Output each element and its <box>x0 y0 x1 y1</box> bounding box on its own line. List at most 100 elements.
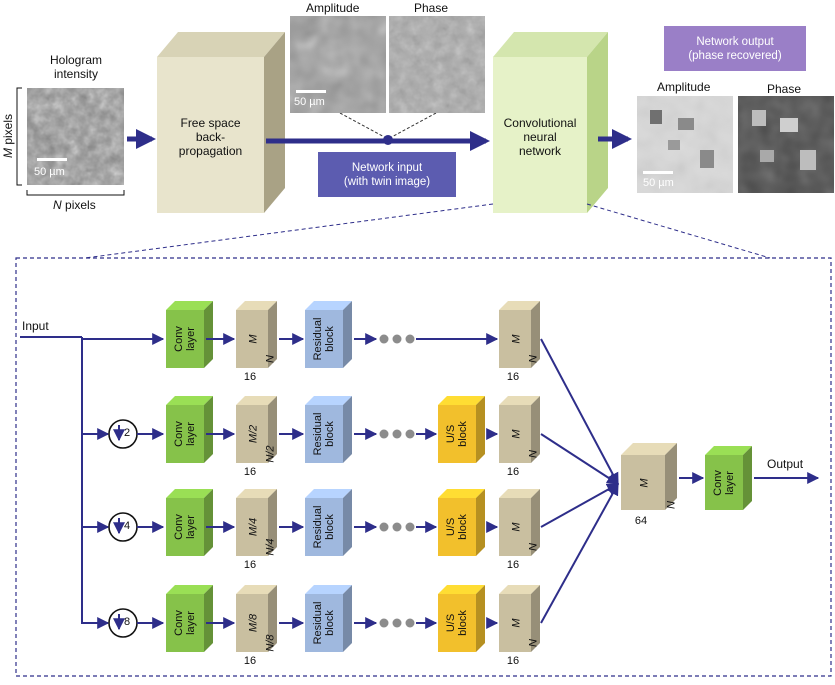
hologram-image <box>27 88 124 185</box>
conv-layer-side <box>204 585 213 652</box>
residual-block-side <box>343 489 352 556</box>
residual-block-front <box>305 594 343 652</box>
residual-block-label-line: block <box>324 421 336 447</box>
merged-tensor-front <box>621 455 665 510</box>
merged-tensor-n-label: N <box>665 501 678 509</box>
network-output-label: Network output (phase recovered) <box>664 26 806 71</box>
conv-layer-front <box>166 594 204 652</box>
ellipsis-dot <box>379 522 389 532</box>
feature-tensor-front <box>236 310 268 368</box>
free-space-label-line: back- <box>195 130 226 144</box>
arrow-to-merge <box>540 433 620 485</box>
feature-tensor-front <box>236 498 268 556</box>
feature-tensor-top <box>236 301 277 310</box>
free-space-label-line: Free space <box>180 116 241 130</box>
tensor-m-label: M/8 <box>247 613 260 633</box>
conv-layer-label-line: layer <box>185 327 197 351</box>
residual-block-label-line: block <box>324 610 336 636</box>
ellipsis-dot <box>405 618 415 628</box>
us-block-front <box>438 498 476 556</box>
residual-block-label-line: Residual <box>312 505 324 549</box>
end-tensor-channels-label: 16 <box>506 655 520 667</box>
residual-block-front <box>305 405 343 463</box>
ellipsis-dot <box>405 522 415 532</box>
zoom-line-right <box>586 203 771 259</box>
network-detail-frame <box>15 257 832 677</box>
end-tensor-side <box>531 585 540 652</box>
final-conv-layer-top <box>705 446 752 455</box>
end-tensor-m-label: M <box>510 334 523 344</box>
free-space-label: Free space back- propagation <box>157 116 264 158</box>
conv-layer-label-line: Conv <box>173 610 185 636</box>
end-tensor-m-label: M <box>510 522 523 532</box>
feature-tensor-side <box>268 489 277 556</box>
residual-block-top <box>305 301 352 310</box>
downsample-factor: 8 <box>124 616 131 628</box>
residual-block-label-line: Residual <box>312 412 324 456</box>
conv-layer-label-line: Conv <box>173 326 185 352</box>
end-tensor-side <box>531 489 540 556</box>
ellipsis-dot <box>392 618 402 628</box>
tensor-n-label: N/2 <box>264 445 277 463</box>
end-tensor-front <box>499 405 531 463</box>
network-output-box <box>664 26 806 71</box>
us-block-label-line: U/S <box>445 424 457 444</box>
feature-tensor-side <box>268 585 277 652</box>
hologram-label: Hologram intensity <box>40 53 112 81</box>
end-tensor-front <box>499 310 531 368</box>
conv-layer-top <box>166 301 213 310</box>
us-block-side <box>476 396 485 463</box>
end-tensor-side <box>531 396 540 463</box>
end-tensor-n-label: N <box>527 450 540 458</box>
merged-tensor-side <box>665 443 677 510</box>
output-amplitude-image <box>637 96 733 193</box>
ellipsis-dot <box>405 334 415 344</box>
arrow-to-merge <box>540 482 619 624</box>
residual-block-label-line: block <box>324 514 336 540</box>
free-space-label-line: propagation <box>178 144 243 158</box>
scale-bar-input <box>296 90 326 93</box>
input-phase-label: Phase <box>414 1 449 15</box>
final-conv-layer-label-line: layer <box>724 470 736 495</box>
conv-layer-top <box>166 585 213 594</box>
output-amplitude-label: Amplitude <box>657 80 711 94</box>
conv-layer-top <box>166 489 213 498</box>
n-pixels-bracket <box>26 190 125 196</box>
input-phase-image <box>389 16 485 113</box>
residual-block-side <box>343 301 352 368</box>
input-amplitude-label: Amplitude <box>306 1 360 15</box>
end-tensor-channels-label: 16 <box>506 371 520 383</box>
feature-tensor-top <box>236 489 277 498</box>
cnn-label-line: network <box>518 144 562 158</box>
network-input-label-line: (with twin image) <box>343 175 431 188</box>
us-block-label-line: block <box>457 610 469 636</box>
network-input-box <box>318 152 456 197</box>
tensor-n-label: N/8 <box>264 634 277 652</box>
scale-bar-hologram <box>37 158 67 161</box>
residual-block-side <box>343 396 352 463</box>
tensor-channels-label: 16 <box>243 655 257 667</box>
conv-layer-label-line: layer <box>185 611 197 635</box>
tensor-n-label: N/4 <box>264 538 277 556</box>
cnn-label-line: Convolutional <box>503 116 577 130</box>
network-input-label: Network input (with twin image) <box>318 152 456 197</box>
ellipsis-dot <box>392 334 402 344</box>
m-pixels-text: pixels <box>1 113 15 145</box>
conv-layer-side <box>204 301 213 368</box>
us-block-top <box>438 489 485 498</box>
cnn-block <box>493 32 608 213</box>
conv-layer-label-line: layer <box>185 422 197 446</box>
us-block-top <box>438 396 485 405</box>
end-tensor-n-label: N <box>527 543 540 551</box>
conv-layer-label-line: Conv <box>173 421 185 447</box>
input-amplitude-image <box>290 16 386 113</box>
residual-block-front <box>305 310 343 368</box>
output-label: Output <box>767 457 804 471</box>
callout-dot <box>383 135 393 145</box>
